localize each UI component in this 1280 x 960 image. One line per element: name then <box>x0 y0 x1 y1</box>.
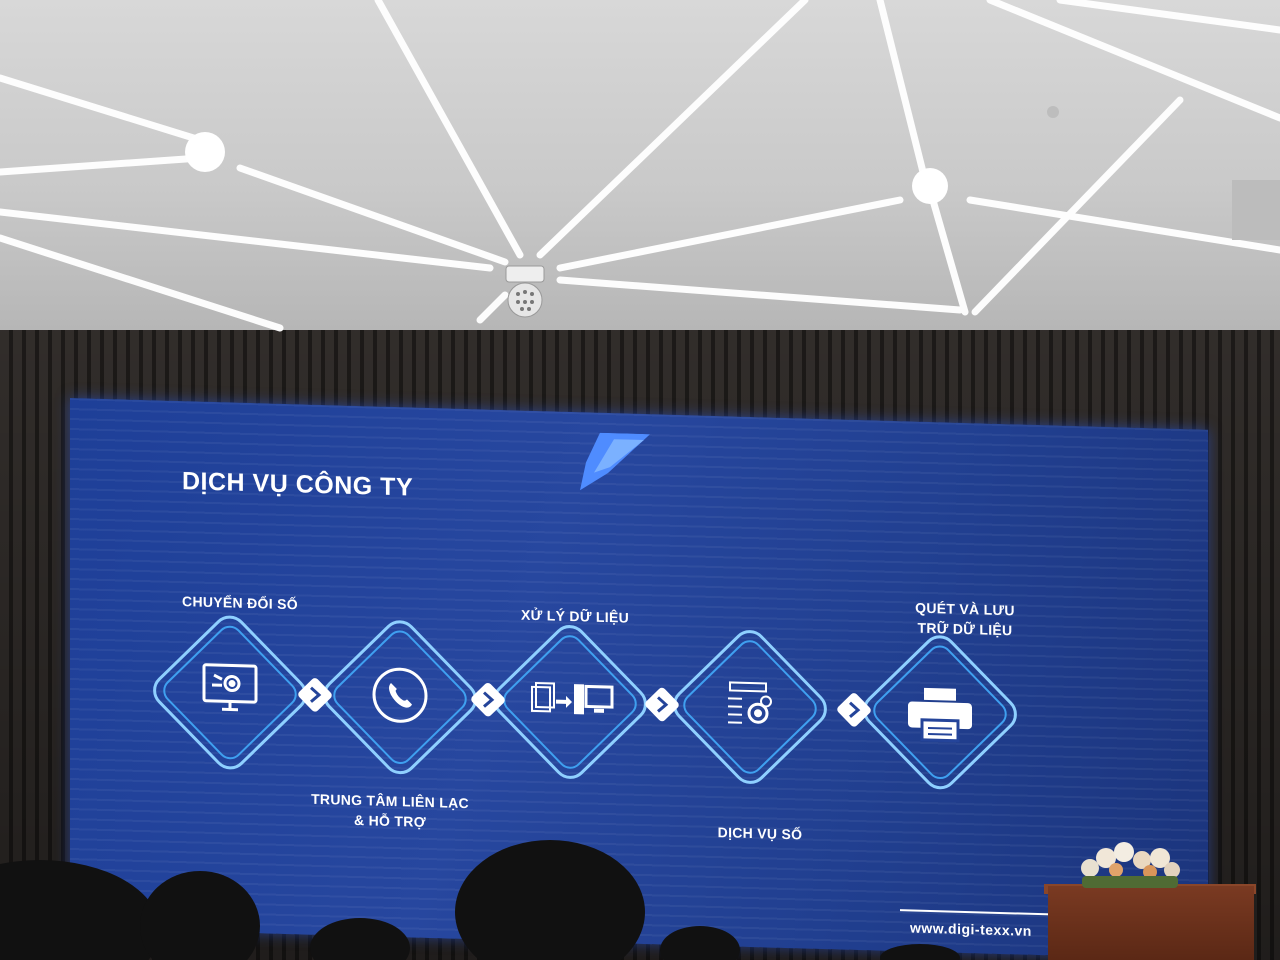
phone-icon <box>372 667 428 723</box>
printer-icon <box>908 687 972 743</box>
service-flow <box>146 606 1024 799</box>
projector <box>505 265 545 318</box>
presentation-slide: DỊCH VỤ CÔNG TY <box>70 398 1208 960</box>
computer-gear-icon <box>202 663 258 712</box>
chevron-right-icon <box>837 693 871 727</box>
podium <box>1048 886 1254 960</box>
code-gear-icon <box>728 681 772 724</box>
slide-accent-graphic <box>580 432 650 491</box>
ceiling-light-strips <box>0 0 1280 332</box>
chevron-right-icon <box>298 678 332 712</box>
document-to-computer-icon <box>531 681 614 715</box>
flower-arrangement <box>1081 842 1180 888</box>
chevron-right-icon <box>471 682 505 717</box>
chevron-right-icon <box>645 687 679 722</box>
